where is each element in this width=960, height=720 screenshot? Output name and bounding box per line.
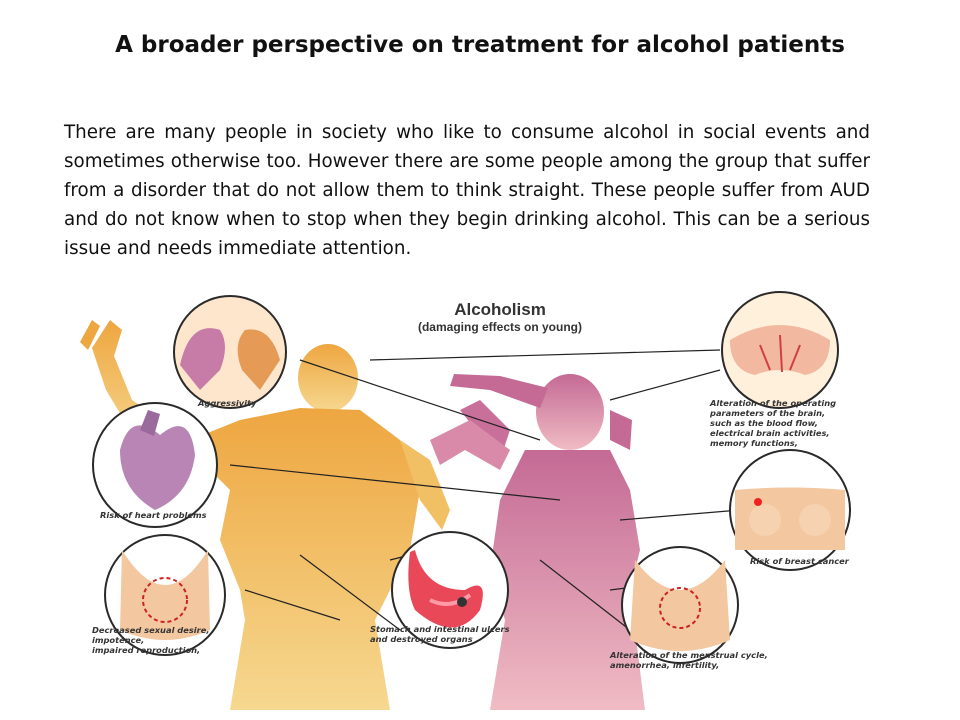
caption-aggressivity: Aggressivity (198, 398, 257, 408)
caption-stomach: Stomach and intestinal ulcers and destro… (370, 624, 510, 644)
heart-vignette (92, 402, 218, 528)
alcoholism-infographic: Alcoholism (damaging effects on young) A… (70, 290, 860, 710)
breast-vignette (729, 449, 851, 571)
caption-breast: Risk of breast cancer (750, 556, 849, 566)
menstrual-vignette (621, 546, 739, 664)
slide-body-text: There are many people in society who lik… (64, 122, 870, 259)
aggressivity-vignette (173, 295, 287, 409)
caption-sexual: Decreased sexual desire, impotence, impa… (92, 625, 210, 655)
caption-brain: Alteration of the operating parameters o… (710, 398, 837, 448)
female-silhouette (430, 374, 645, 710)
infographic-title: Alcoholism (454, 300, 546, 319)
slide-title: A broader perspective on treatment for a… (115, 32, 845, 58)
brain-vignette (721, 291, 839, 409)
infographic-illustration (80, 291, 851, 710)
caption-heart: Risk of heart problems (100, 510, 207, 520)
caption-menstrual: Alteration of the menstrual cycle, ameno… (610, 650, 768, 670)
infographic-subtitle: (damaging effects on young) (417, 320, 582, 334)
connector-lines (229, 349, 741, 631)
sexual-vignette (104, 534, 226, 656)
stomach-vignette (391, 531, 509, 649)
